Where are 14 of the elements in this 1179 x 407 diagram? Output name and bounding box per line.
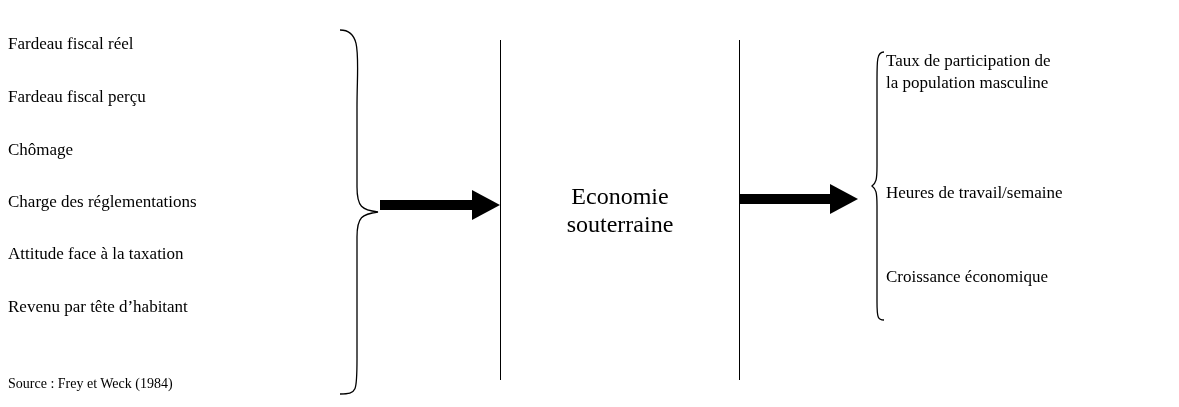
list-item-text: Chômage [8,139,75,161]
list-item-text: Heures de travail/semaine [886,182,1064,204]
vertical-band [500,40,740,380]
arrow [740,184,858,214]
node-text: Economie souterraine [565,182,675,238]
list-item-text: Fardeau fiscal perçu [8,86,147,108]
list-item-text: Croissance économique [886,266,1049,288]
list-item-text: Attitude face à la taxation [8,243,185,265]
list-item-text: Fardeau fiscal réel [8,33,135,55]
list-item-text: Charge des réglementations [8,191,198,213]
source-note: Source : Frey et Weck (1984) [8,376,173,392]
arrow [380,190,500,220]
list-item-text: Taux de participation de la population masculine [886,50,1051,94]
list-item-text: Revenu par tête d’habitant [8,296,189,318]
